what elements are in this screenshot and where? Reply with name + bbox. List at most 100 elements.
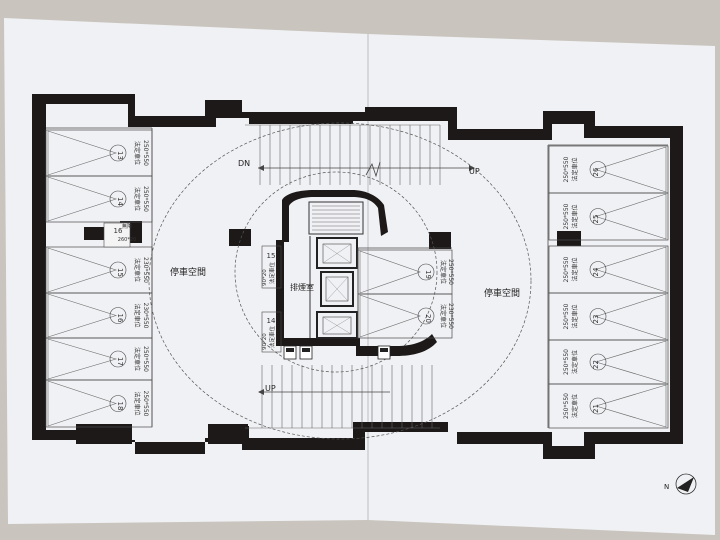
fire-hydrant-box [283, 345, 297, 360]
left-small-spot-line1: 無障 [122, 223, 132, 230]
spot-size: 250*550 [563, 156, 570, 182]
spot-number-circle [109, 190, 127, 208]
turning-circle-inner [234, 171, 438, 373]
core-spot-size: 90*20 [262, 333, 268, 350]
compass-label: N [664, 483, 669, 491]
spot-number-circle [109, 307, 127, 324]
fire-hydrant-box [377, 345, 391, 360]
spot-size: 250*550 [563, 393, 570, 419]
spot-type: 法定車位 [571, 350, 579, 374]
pillar [557, 231, 581, 246]
spot-number-circle [417, 263, 435, 281]
spot-number: 16 [116, 314, 124, 323]
parking-space-label-left: 停車空間 [170, 266, 206, 278]
spot-size: 250*550 [142, 186, 149, 212]
spot-number: 25 [592, 215, 600, 224]
spot-number: 17 [116, 357, 124, 366]
spot-number-circle [109, 395, 127, 412]
spot-number-circle [589, 353, 607, 371]
spot-number: 24 [592, 267, 600, 276]
core-spot-size: 90*20 [262, 269, 268, 286]
spot-number-circle [589, 161, 607, 178]
spot-size: 230*550 [142, 303, 149, 329]
turning-circle-outer [148, 122, 532, 440]
arrowhead [258, 389, 264, 395]
label-up-bottom: UP [265, 384, 276, 393]
elevator-shaft [316, 237, 358, 269]
spot-type: 法定車位 [571, 157, 579, 181]
spot-type: 法定車位 [133, 391, 141, 415]
spot-type: 法定車位 [571, 257, 579, 281]
right-parking-spots: 26法定車位250*55025法定車位250*55024法定車位250*5502… [548, 145, 669, 429]
spot-number-circle [589, 308, 607, 325]
spot-number-circle [589, 261, 607, 278]
spot-number-circle [417, 307, 435, 325]
spot-size: 230*550 [142, 257, 149, 283]
spot-number-circle [589, 208, 607, 225]
spot-type: 法定車位 [133, 303, 141, 327]
arrowhead [258, 165, 264, 171]
elevator-shaft [316, 311, 358, 339]
core-spot-number: 15 [267, 252, 276, 260]
core-wall [276, 338, 360, 346]
north-arrow-icon [675, 473, 697, 495]
spot-number: 13 [116, 151, 124, 160]
spot-number: 26 [592, 167, 600, 176]
spot-number: 15 [116, 268, 124, 277]
core-spot-number: 14 [267, 317, 276, 325]
bottom-ramp [245, 365, 440, 429]
spot-size: 250*550 [563, 349, 570, 375]
core-spot-15: 15 90*20 法定車位 [261, 245, 282, 289]
core-wall [356, 334, 437, 356]
spot-size: 250*550 [563, 256, 570, 282]
label-up-top: UP [469, 167, 480, 176]
spot-number: 22 [592, 360, 600, 369]
elevator-shaft [320, 271, 354, 307]
core-wall [276, 240, 284, 342]
spot-number: 19 [424, 270, 432, 279]
spot-type: 法定車位 [133, 258, 141, 282]
fire-hydrant-box [299, 345, 313, 360]
pillar [208, 424, 248, 444]
pillar [429, 232, 451, 249]
spot-size: 250*550 [563, 203, 570, 229]
left-small-spot-number: 16 [114, 227, 123, 235]
spot-type: 法定車位 [571, 394, 579, 418]
spot-number: 23 [592, 315, 600, 324]
spot-size: 250*550 [142, 346, 149, 372]
spot-size: 250*550 [142, 391, 149, 417]
paper-sheet [4, 18, 715, 535]
exhaust-room-label: 排煙室 [290, 282, 314, 292]
core-wall [282, 190, 388, 242]
core-spot-type: 法定車位 [268, 261, 276, 284]
pillar [76, 424, 132, 444]
core-stair [308, 201, 364, 235]
spot-number: 18 [116, 402, 124, 411]
spot-type: 法定車位 [133, 187, 141, 211]
left-small-spot-line2: 260*20 [118, 237, 136, 243]
core-spot-14: 14 90*20 法定車位 [261, 311, 282, 353]
spot-size: 250*550 [563, 303, 570, 329]
pillar [229, 229, 251, 246]
spot-type: 法定車位 [133, 141, 141, 165]
spot-type: 法定車位 [133, 347, 141, 371]
spot-size: 250*550 [447, 259, 454, 285]
spot-type: 法定車位 [571, 304, 579, 328]
parking-space-label-right: 停車空間 [484, 287, 520, 299]
spot-type: 法定車位 [439, 260, 447, 284]
ramp-break-mark [365, 161, 381, 178]
spot-number-circle [109, 144, 127, 162]
spot-size: 230*550 [447, 303, 454, 329]
outer-wall [32, 94, 683, 459]
core-spot-type: 法定車位 [268, 325, 276, 348]
right-bay-lines [547, 144, 668, 428]
